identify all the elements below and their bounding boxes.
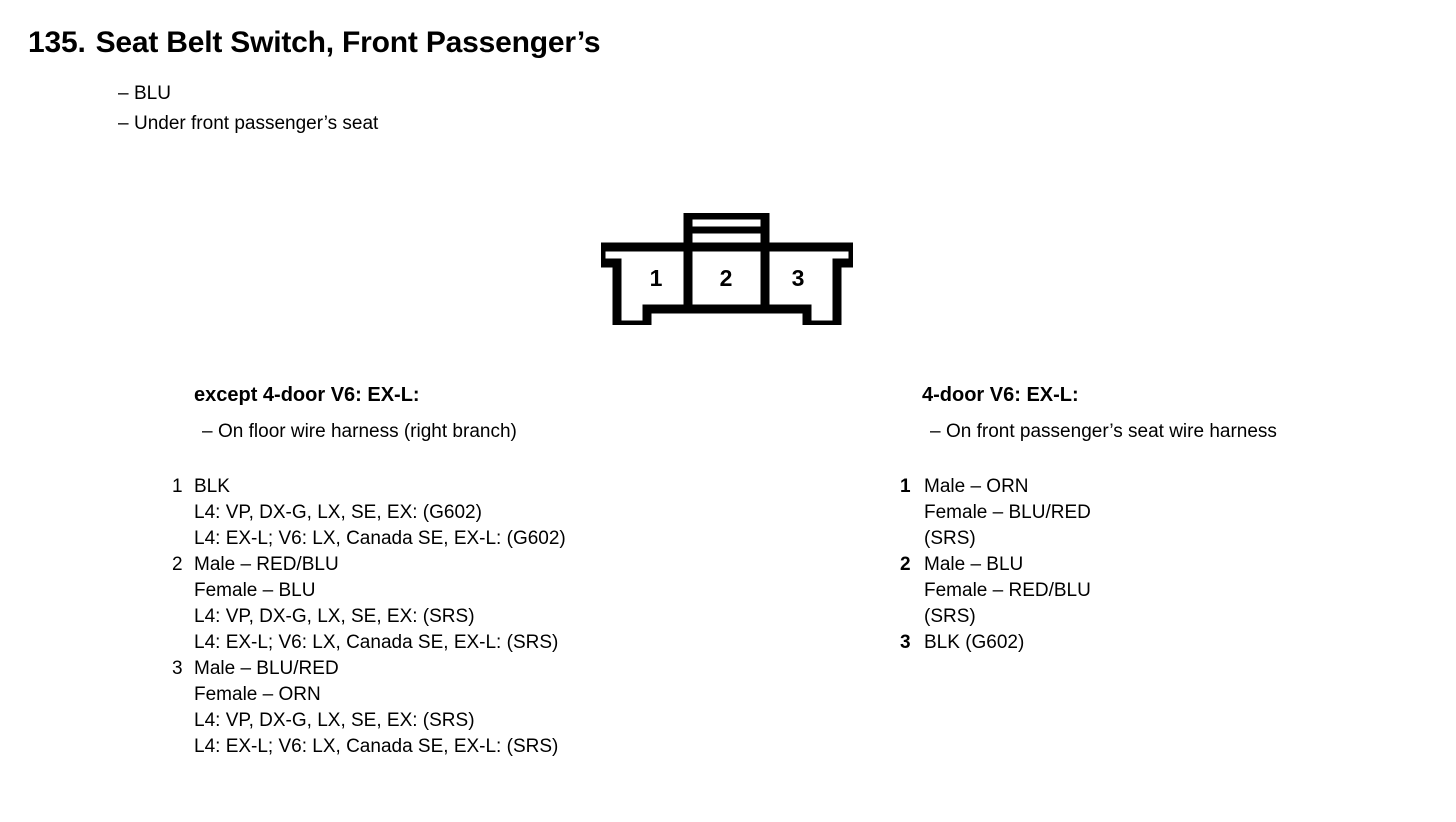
terminal-number: 2 bbox=[900, 554, 911, 575]
cavity-label-3: 3 bbox=[792, 265, 805, 291]
column-heading: 4-door V6: EX-L: bbox=[922, 384, 1079, 406]
variant-column-4door-v6-exl: 4-door V6: EX-L: –On front passenger’s s… bbox=[900, 384, 1277, 656]
terminal-number: 3 bbox=[900, 632, 911, 653]
page-title: 135. Seat Belt Switch, Front Passenger’s bbox=[28, 26, 601, 60]
terminal-line: Male – ORN bbox=[924, 476, 1029, 497]
connector-body-outline bbox=[601, 242, 853, 325]
terminal-number: 1 bbox=[172, 476, 183, 497]
column-subnote-label: On front passenger’s seat wire harness bbox=[946, 421, 1277, 442]
terminal-list: 1 Male – ORN Female – BLU/RED (SRS) 2 Ma… bbox=[900, 474, 1277, 656]
terminal-line: BLK bbox=[194, 476, 230, 497]
column-subnote: –On front passenger’s seat wire harness bbox=[930, 421, 1277, 443]
cavity-label-1: 1 bbox=[650, 265, 663, 291]
terminal-detail: BLK (G602) bbox=[924, 630, 1024, 656]
terminal-line: (SRS) bbox=[924, 528, 976, 549]
terminal-line: Male – BLU bbox=[924, 554, 1024, 575]
terminal-entry: 3 Male – BLU/RED Female – ORN L4: VP, DX… bbox=[172, 656, 566, 760]
header-bullet-label: BLU bbox=[134, 83, 171, 104]
terminal-line: L4: EX-L; V6: LX, Canada SE, EX-L: (SRS) bbox=[194, 632, 559, 653]
terminal-line: Male – BLU/RED bbox=[194, 658, 339, 679]
terminal-line: Female – RED/BLU bbox=[924, 580, 1091, 601]
dash-icon: – bbox=[202, 421, 213, 442]
page-title-text: Seat Belt Switch, Front Passenger’s bbox=[95, 26, 601, 59]
header-bullet-label: Under front passenger’s seat bbox=[134, 113, 379, 134]
terminal-line: Male – RED/BLU bbox=[194, 554, 339, 575]
terminal-detail: Male – RED/BLU Female – BLU L4: VP, DX-G… bbox=[194, 552, 558, 656]
terminal-line: L4: VP, DX-G, LX, SE, EX: (G602) bbox=[194, 502, 482, 523]
column-heading: except 4-door V6: EX-L: bbox=[194, 384, 420, 406]
terminal-line: L4: EX-L; V6: LX, Canada SE, EX-L: (G602… bbox=[194, 528, 566, 549]
terminal-line: Female – BLU bbox=[194, 580, 316, 601]
variant-column-except-4door-v6-exl: except 4-door V6: EX-L: –On floor wire h… bbox=[172, 384, 566, 760]
cavity-label-2: 2 bbox=[720, 265, 733, 291]
terminal-list: 1 BLK L4: VP, DX-G, LX, SE, EX: (G602) L… bbox=[172, 474, 566, 760]
terminal-line: BLK (G602) bbox=[924, 632, 1025, 653]
terminal-line: (SRS) bbox=[924, 606, 976, 627]
header-bullet-list: –BLU –Under front passenger’s seat bbox=[118, 79, 378, 139]
terminal-line: L4: VP, DX-G, LX, SE, EX: (SRS) bbox=[194, 606, 475, 627]
terminal-detail: Male – ORN Female – BLU/RED (SRS) bbox=[924, 474, 1091, 552]
dash-icon: – bbox=[930, 421, 941, 442]
terminal-line: L4: VP, DX-G, LX, SE, EX: (SRS) bbox=[194, 710, 475, 731]
terminal-line: L4: EX-L; V6: LX, Canada SE, EX-L: (SRS) bbox=[194, 736, 559, 757]
column-subnote-label: On floor wire harness (right branch) bbox=[218, 421, 517, 442]
terminal-number: 3 bbox=[172, 658, 183, 679]
column-subnote: –On floor wire harness (right branch) bbox=[202, 421, 566, 443]
terminal-entry: 3 BLK (G602) bbox=[900, 630, 1277, 656]
terminal-entry: 2 Male – RED/BLU Female – BLU L4: VP, DX… bbox=[172, 552, 566, 656]
header-bullet-item: –Under front passenger’s seat bbox=[118, 109, 378, 139]
terminal-entry: 2 Male – BLU Female – RED/BLU (SRS) bbox=[900, 552, 1277, 630]
page-title-number: 135. bbox=[28, 26, 86, 59]
dash-icon: – bbox=[118, 113, 129, 134]
terminal-detail: BLK L4: VP, DX-G, LX, SE, EX: (G602) L4:… bbox=[194, 474, 566, 552]
dash-icon: – bbox=[118, 83, 129, 104]
connector-diagram: 1 2 3 bbox=[601, 213, 853, 325]
terminal-number: 1 bbox=[900, 476, 911, 497]
terminal-detail: Male – BLU Female – RED/BLU (SRS) bbox=[924, 552, 1091, 630]
terminal-line: Female – BLU/RED bbox=[924, 502, 1091, 523]
terminal-line: Female – ORN bbox=[194, 684, 321, 705]
terminal-number: 2 bbox=[172, 554, 183, 575]
terminal-entry: 1 BLK L4: VP, DX-G, LX, SE, EX: (G602) L… bbox=[172, 474, 566, 552]
terminal-detail: Male – BLU/RED Female – ORN L4: VP, DX-G… bbox=[194, 656, 558, 760]
header-bullet-item: –BLU bbox=[118, 79, 378, 109]
terminal-entry: 1 Male – ORN Female – BLU/RED (SRS) bbox=[900, 474, 1277, 552]
